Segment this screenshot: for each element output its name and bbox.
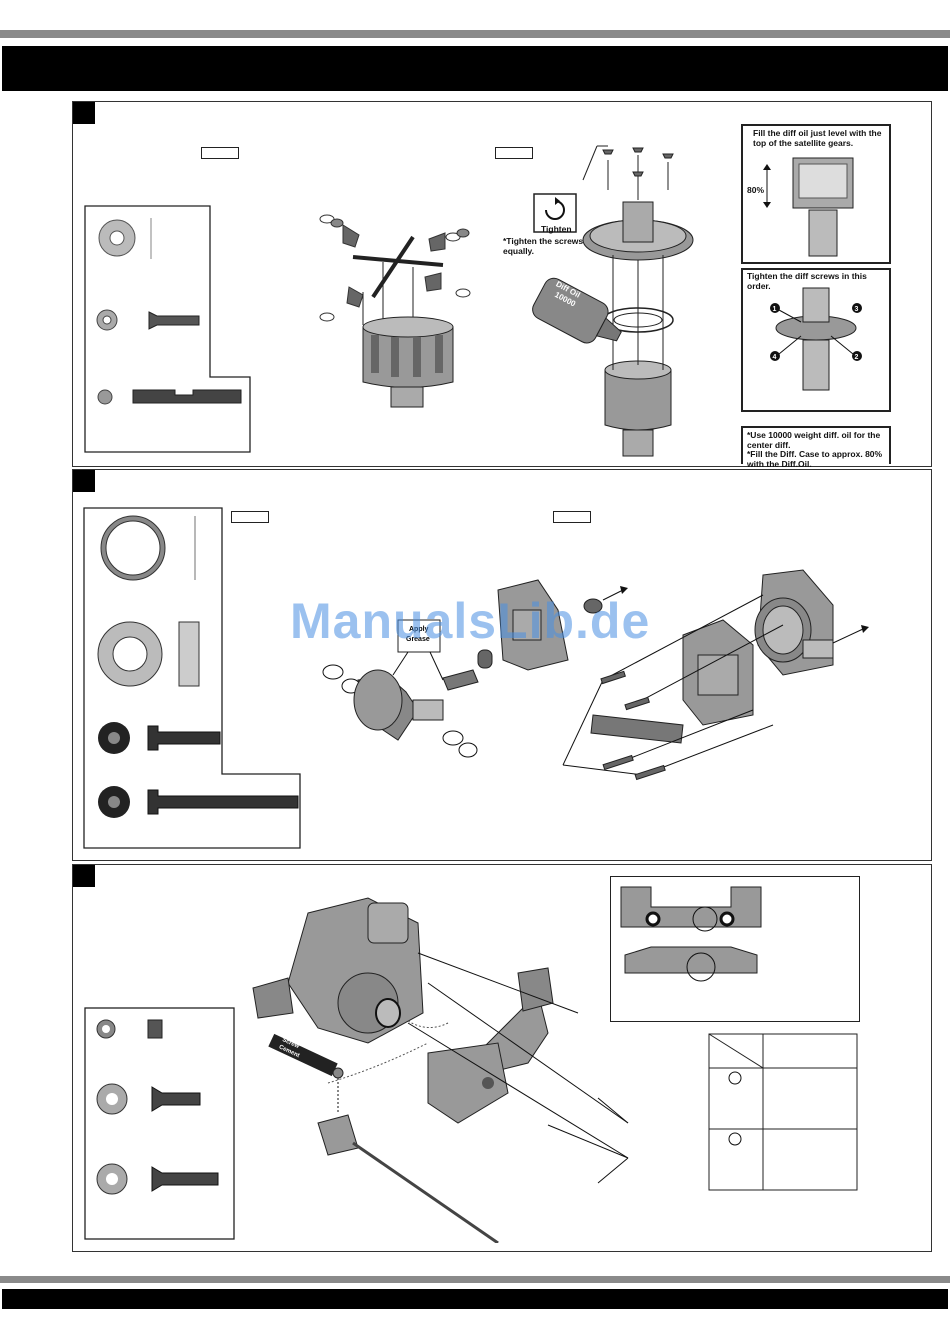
order-number-1: 1 (773, 306, 777, 313)
orientation-inset (610, 876, 860, 1022)
oil-note-line4: with the Diff.Oil. (747, 458, 812, 469)
fill-note-line2: top of the satellite gears. (753, 137, 854, 148)
step3-suspension-mount-diagram: Screw Cement (252, 897, 629, 1243)
oil-note-line3: *Fill the Diff. Case to approx. 80% (747, 449, 883, 459)
table-circle-row1 (728, 1071, 742, 1085)
step1-diff-exploded-diagram (319, 214, 471, 408)
tighten-symbol (533, 193, 577, 233)
rotate-clockwise-icon (545, 200, 565, 220)
pin-end-icon (97, 389, 113, 405)
watermark-text: ManualsLib.de (290, 593, 651, 649)
oil-note-line2: center diff. (747, 439, 791, 450)
tighten-note: *Tighten the screws equally. (503, 236, 584, 256)
step2-panel: Apply Grease (72, 469, 932, 861)
countersunk-screw-long-icon (151, 1166, 219, 1192)
step2-number-box (73, 470, 95, 492)
step2-diff-assembly-diagram: Apply Grease (322, 579, 628, 758)
countersunk-screw-icon (148, 311, 200, 330)
bottom-rule (0, 1276, 950, 1283)
arm-mount-orientation-diagram (620, 886, 762, 982)
step1-number-box (73, 102, 95, 124)
fill-level-diagram (763, 157, 854, 257)
grease-label-line1: Apply (409, 626, 429, 633)
oil-note-line1: *Use 10000 weight diff. oil for the (747, 430, 881, 440)
footer-bar (2, 1289, 948, 1309)
set-screw-icon (147, 1019, 163, 1039)
fill-note-line1: Fill the diff oil just level with the (753, 128, 882, 138)
tighten-order-note: Tighten the diff screws in this order. 1… (741, 268, 891, 412)
step3-number-box (73, 865, 95, 887)
tighten-label: Tighten (541, 224, 572, 234)
cross-shaft-icon (132, 389, 242, 404)
step1-parts-list (84, 205, 251, 453)
order-number-2: 2 (855, 354, 859, 361)
button-head-screw-icon (147, 725, 221, 751)
long-screw-icon (147, 789, 299, 815)
table-circle-row2 (728, 1132, 742, 1146)
step1-center-diff-diagram: Diff Oil 10000 (532, 145, 694, 457)
fill-level-note: Fill the diff oil just level with the to… (741, 124, 891, 264)
top-rule (0, 30, 950, 38)
order-note-text: Tighten the diff screws in this order. (747, 271, 867, 291)
step2-part-tag-left (231, 511, 269, 523)
step2-parts-list (83, 507, 301, 849)
fill-percent: 80% (747, 185, 765, 195)
step1-part-tag-right (495, 147, 533, 159)
step3-parts-list (84, 1007, 235, 1240)
oil-weight-note: *Use 10000 weight diff. oil for the cent… (741, 426, 891, 468)
countersunk-screw-short-icon (151, 1086, 201, 1112)
header-bar (2, 46, 948, 91)
tighten-order-diagram: 1 2 3 4 (770, 287, 862, 391)
step2-part-tag-right (553, 511, 591, 523)
order-number-4: 4 (773, 354, 777, 361)
step3-panel: Screw Cement (72, 864, 932, 1252)
setting-table (708, 1033, 858, 1191)
order-number-3: 3 (855, 306, 859, 313)
step2-gearbox-assembly-diagram (562, 569, 869, 781)
step1-part-tag-left (201, 147, 239, 159)
grease-label-line2: Grease (406, 636, 430, 643)
step1-panel: Tighten *Tighten the screws equally. Dif (72, 101, 932, 468)
